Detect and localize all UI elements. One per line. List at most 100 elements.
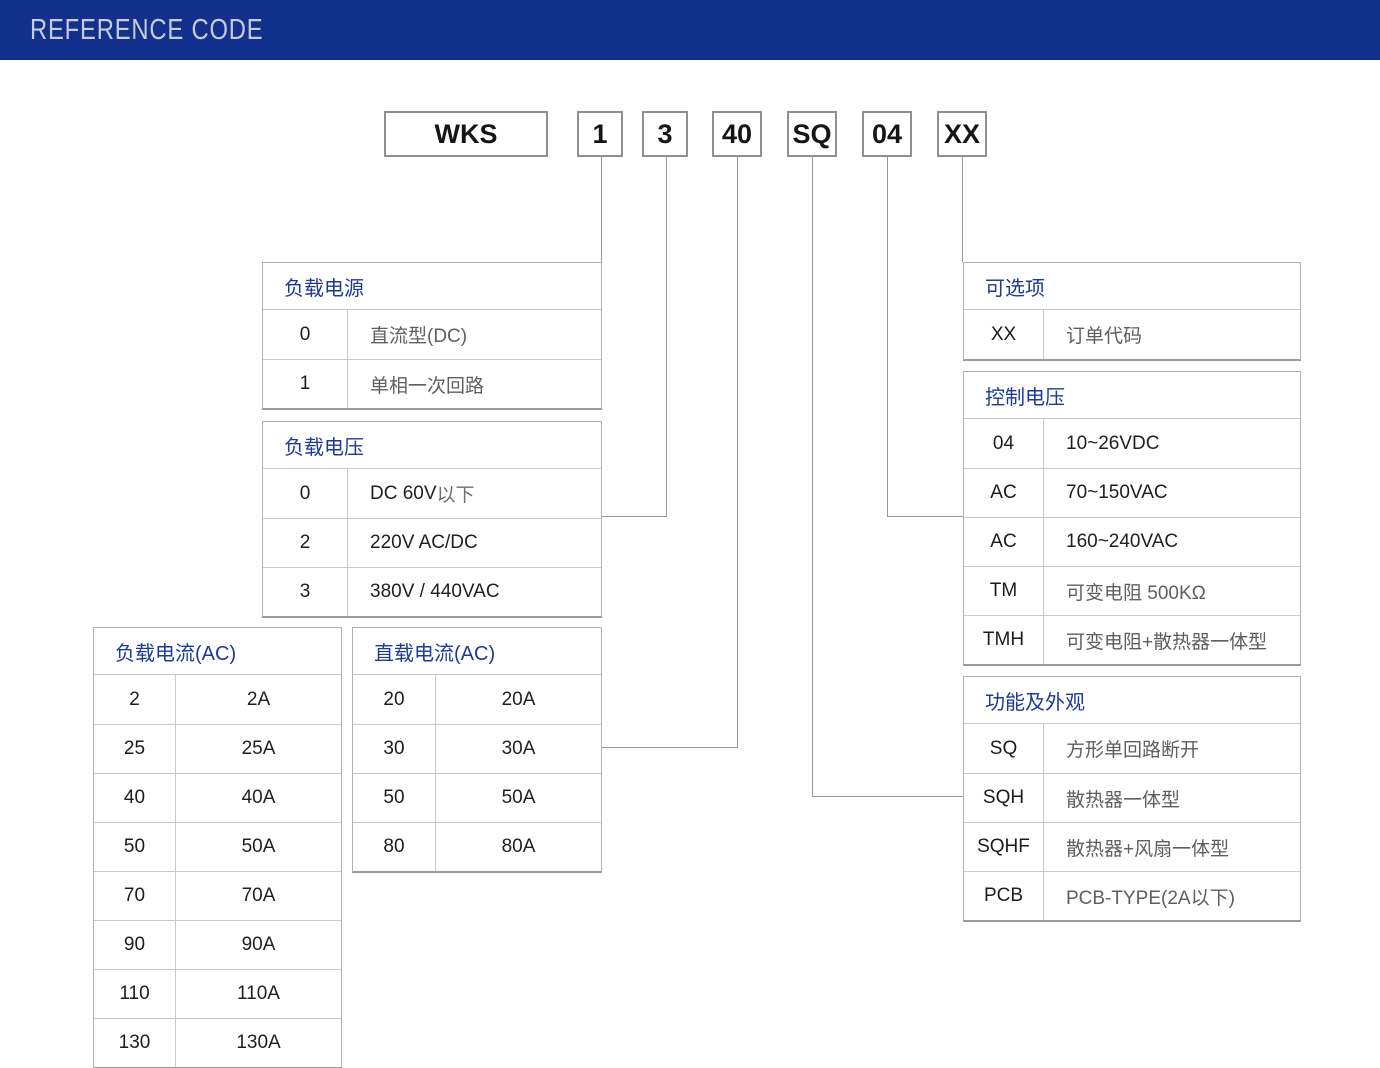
row-code: 0 bbox=[263, 469, 348, 518]
table-row: 30 30A bbox=[353, 724, 601, 773]
row-description: 40A bbox=[241, 787, 276, 808]
row-description: 220V AC/DC bbox=[370, 532, 478, 553]
table-row: 130 130A bbox=[94, 1018, 341, 1067]
row-code: 25 bbox=[94, 725, 176, 773]
row-code: 3 bbox=[263, 568, 348, 616]
row-description: 10~26VDC bbox=[1066, 432, 1160, 454]
row-code: TMH bbox=[964, 616, 1044, 664]
row-description: 80A bbox=[501, 836, 536, 857]
table-row: SQH 散热器一体型 bbox=[964, 773, 1300, 822]
row-code: 50 bbox=[353, 774, 436, 822]
row-code: 20 bbox=[353, 675, 436, 724]
row-code: 90 bbox=[94, 921, 176, 969]
table-direct-current-ac-title: 直载电流(AC) bbox=[353, 628, 601, 675]
row-code: 40 bbox=[94, 774, 176, 822]
table-row: 80 80A bbox=[353, 822, 601, 871]
connector-load-voltage-hline bbox=[602, 516, 667, 517]
row-description: 110A bbox=[237, 983, 280, 1004]
table-function-appearance-title: 功能及外观 bbox=[964, 677, 1300, 724]
code-box-load-voltage: 3 bbox=[642, 111, 688, 157]
row-code: 30 bbox=[353, 725, 436, 773]
table-load-voltage-title: 负载电压 bbox=[263, 422, 601, 469]
row-code: 110 bbox=[94, 970, 176, 1018]
row-description: 70~150VAC bbox=[1066, 482, 1168, 503]
row-description: 可变电阻 500KΩ bbox=[1066, 582, 1206, 604]
row-description: DC 60V 以下 bbox=[348, 469, 601, 518]
row-description: 130A bbox=[236, 1032, 281, 1053]
row-description: 直流型(DC) bbox=[370, 326, 468, 347]
table-row: 25 25A bbox=[94, 724, 341, 773]
row-description: 50A bbox=[241, 836, 276, 857]
code-box-series: WKS bbox=[384, 111, 548, 157]
connector-options-line bbox=[962, 157, 963, 262]
connector-function-hline bbox=[812, 796, 963, 797]
connector-load-voltage-vline bbox=[666, 157, 667, 517]
connector-load-current-hline bbox=[602, 747, 738, 748]
table-control-voltage: 控制电压 04 10~26VDC AC 70~150VAC AC 160~240VAC TM… bbox=[963, 371, 1301, 666]
table-direct-current-ac: 直载电流(AC) 20 20A 30 30A 50 50A 80 80A bbox=[352, 627, 602, 873]
row-code: 04 bbox=[964, 419, 1044, 468]
row-description: 订单代码 bbox=[1066, 326, 1143, 347]
table-row: AC 160~240VAC bbox=[964, 517, 1300, 566]
row-code: 80 bbox=[353, 823, 436, 871]
row-description: 2A bbox=[246, 688, 271, 710]
row-description: PCB-TYPE(2A以下) bbox=[1066, 887, 1235, 909]
row-description: 20A bbox=[501, 688, 536, 710]
row-description: 可变电阻+散热器一体型 bbox=[1066, 631, 1268, 653]
table-row: 04 10~26VDC bbox=[964, 419, 1300, 468]
row-description: 方形单回路断开 bbox=[1066, 740, 1200, 761]
row-code: SQH bbox=[964, 774, 1044, 822]
table-options-title: 可选项 bbox=[964, 263, 1300, 310]
row-code: TM bbox=[964, 567, 1044, 615]
table-row: 20 20A bbox=[353, 675, 601, 724]
table-row: 3 380V / 440VAC bbox=[263, 567, 601, 616]
table-row: 110 110A bbox=[94, 969, 341, 1018]
row-code: 0 bbox=[263, 310, 348, 359]
row-code: 2 bbox=[94, 675, 176, 724]
row-code: AC bbox=[964, 469, 1044, 517]
row-description: 25A bbox=[241, 738, 276, 759]
row-description: 散热器+风扇一体型 bbox=[1066, 838, 1230, 860]
table-row: AC 70~150VAC bbox=[964, 468, 1300, 517]
page-header: REFERENCE CODE bbox=[0, 0, 1380, 60]
table-control-voltage-title: 控制电压 bbox=[964, 372, 1300, 419]
row-description: 30A bbox=[501, 738, 536, 759]
connector-control-voltage-vline bbox=[887, 157, 888, 517]
row-code: 1 bbox=[263, 360, 348, 408]
table-row: 40 40A bbox=[94, 773, 341, 822]
code-box-function: SQ bbox=[787, 111, 837, 157]
row-description: 50A bbox=[501, 787, 536, 808]
table-row: 2 2A bbox=[94, 675, 341, 724]
connector-load-current-vline bbox=[737, 157, 738, 747]
row-code: 130 bbox=[94, 1019, 176, 1067]
table-row: 0 直流型(DC) bbox=[263, 310, 601, 359]
row-code: AC bbox=[964, 518, 1044, 566]
row-description: 70A bbox=[241, 885, 276, 906]
row-description: 380V / 440VAC bbox=[370, 581, 500, 602]
row-description: 90A bbox=[241, 934, 276, 955]
row-description: 散热器一体型 bbox=[1066, 789, 1181, 811]
row-description: 单相一次回路 bbox=[370, 375, 485, 397]
table-load-current-ac-title: 负载电流(AC) bbox=[94, 628, 341, 675]
table-row: 1 单相一次回路 bbox=[263, 359, 601, 408]
row-description: 160~240VAC bbox=[1066, 531, 1179, 552]
code-box-options: XX bbox=[937, 111, 987, 157]
table-row: TM 可变电阻 500KΩ bbox=[964, 566, 1300, 615]
row-description-suffix: 以下 bbox=[436, 485, 475, 506]
connector-load-power-line bbox=[601, 157, 602, 262]
connector-function-vline bbox=[812, 157, 813, 797]
